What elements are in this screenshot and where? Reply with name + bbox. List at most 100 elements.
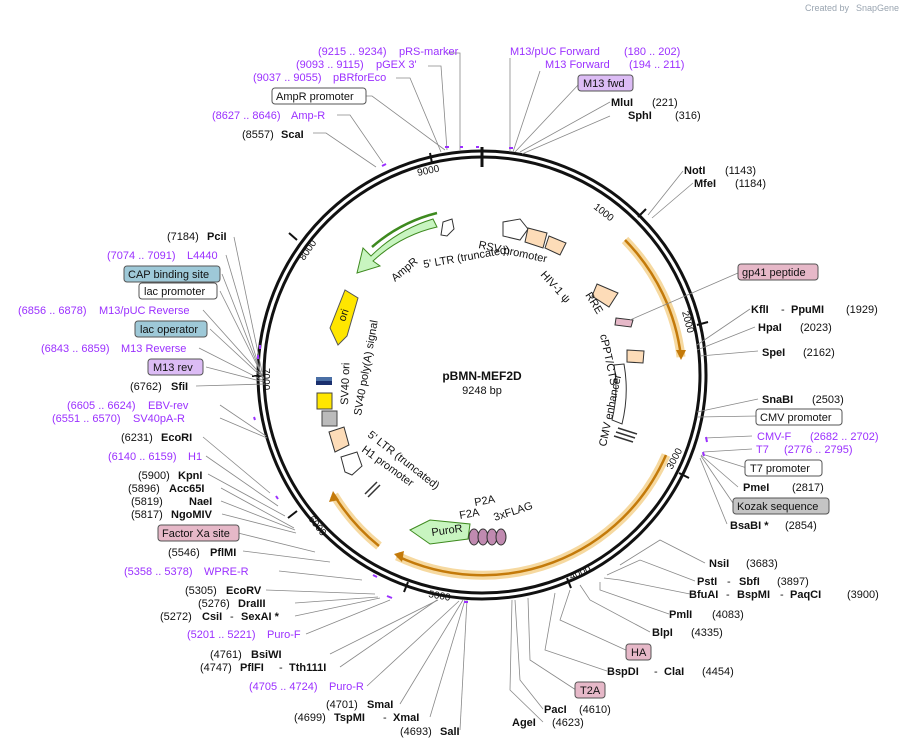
ha-tag-label: HA [631,647,647,659]
site-kpni-pos: (5900) [138,470,170,482]
site-ngomiv-pos: (5817) [131,509,163,521]
tick-label-1000: 1000 [591,202,616,225]
t7-promoter-label: T7 promoter [750,463,810,475]
site-sbfi-name: SbfI [739,576,760,588]
gp41-peptide-label: gp41 peptide [742,267,806,279]
ampr-promoter-box [271,87,367,105]
site-pcii-pos: (7184) [167,231,199,243]
sv40pa-gray-box [321,410,338,427]
site-ecori-name: EcoRI [161,432,192,444]
cmv-promoter-box [755,408,843,426]
primer-wpre-pos: (5358 .. 5378) [124,566,193,578]
site-ecori-pos: (6231) [121,432,153,444]
tick-label-5000: 5000 [427,589,451,604]
primer-prs-marker-name: pRS-marker [399,46,459,58]
primer-site-marks [253,146,708,603]
feature-puror: PuroR [431,523,464,539]
site-naei-name: NaeI [189,496,212,508]
site-sexai-name: SexAI * [241,611,280,623]
tick-label-9000: 9000 [416,163,440,178]
site-bspmi-name: BspMI [737,589,770,601]
t2a-box [574,681,606,699]
orange-feature-arcs [329,236,686,580]
primer-sv40par-name: SV40pA-R [133,413,185,425]
primer-ampr-pos: (8627 .. 8646) [212,110,281,122]
primer-l4440-pos: (7074 .. 7091) [107,250,176,262]
primer-t7-name: T7 [756,444,769,456]
site-bfuai-sep1: - [726,589,730,601]
ha-tag-box [625,643,652,661]
gp41-shape [614,317,634,328]
site-sali-name: SalI [440,726,460,738]
site-pflfi-name: PflFI [240,662,264,674]
primer-sv40par-pos: (6551 .. 6570) [52,413,121,425]
site-blpi-name: BlpI [652,627,673,639]
site-tspmi-sep: - [383,712,387,724]
primer-m13puc-forward-name: M13/pUC Forward [510,46,600,58]
t7-promoter-box [744,459,823,477]
site-sfii-pos: (6762) [130,381,162,393]
gp41-peptide-box [737,263,819,281]
site-paqci-name: PaqCI [790,589,821,601]
ampr-gene-arrow [356,218,438,274]
lac-operator-label: lac operator [140,324,198,336]
site-noti-pos: (1143) [725,165,756,177]
plasmid-size: 9248 bp [462,385,502,397]
lac-operator-box [134,320,208,338]
site-pcii-name: PciI [207,231,227,243]
feature-ori: ori [336,308,351,323]
site-bsiwi-name: BsiWI [251,649,282,661]
primer-prs-marker-pos: (9215 .. 9234) [318,46,387,58]
ltr5-truncated-lower-shape [328,426,350,453]
cmv-promoter-lines [613,427,638,443]
site-pmei-pos: (2817) [792,482,824,494]
site-sphi-pos: (316) [675,110,701,122]
site-pmei-name: PmeI [743,482,769,494]
site-tspmi-pos: (4699) [294,712,326,724]
primer-puror-pos: (4705 .. 4724) [249,681,318,693]
credit-prefix: Created by [805,3,850,13]
primer-h1-name: H1 [188,451,202,463]
cap-binding-box [123,265,221,283]
site-csii-name: CsiI [202,611,222,623]
site-nsii-name: NsiI [709,558,729,570]
primer-cmvf-name: CMV-F [757,431,792,443]
factor-xa-label: Factor Xa site [162,528,230,540]
tick-label-2000: 2000 [679,310,695,335]
site-bsabi-name: BsaBI * [730,520,769,532]
primer-pgex-pos: (9093 .. 9115) [296,59,364,71]
m13-rev-label: M13 rev [153,362,193,374]
primer-t7-pos: (2776 .. 2795) [784,444,853,456]
primer-pbrforeco-pos: (9037 .. 9055) [253,72,322,84]
site-bsabi-pos: (2854) [785,520,817,532]
site-psti-pos: (3897) [777,576,809,588]
sv40pa-yellow-box [316,392,333,410]
factor-xa-box [157,524,240,542]
site-bfuai-name: BfuAI [689,589,718,601]
primer-m13rev-name: M13 Reverse [121,343,186,355]
site-scai-name: ScaI [281,129,304,141]
primer-pgex-name: pGEX 3' [376,59,417,71]
site-tth111i-name: Tth111I [289,662,326,674]
puror-arrow [409,519,471,545]
cap-binding-label: CAP binding site [128,269,209,281]
site-noti-name: NotI [684,165,705,177]
credit-brand: SnapGene [856,3,899,13]
primer-m13rev-pos: (6843 .. 6859) [41,343,110,355]
lac-operator-mark [316,381,332,385]
primer-m13puc-rev-name: M13/pUC Reverse [99,305,189,317]
cmv-promoter-label: CMV promoter [760,412,832,424]
site-xmai-name: XmaI [393,712,419,724]
site-clai-name: ClaI [664,666,684,678]
site-smai-name: SmaI [367,699,393,711]
site-kfli-sep: - [781,304,785,316]
site-mfei-pos: (1184) [735,178,766,190]
site-bfuai-pos: (3900) [847,589,879,601]
primer-pbrforeco-name: pBRforEco [333,72,386,84]
primer-wpre-name: WPRE-R [204,566,249,578]
site-bspdi-sep: - [654,666,658,678]
site-blpi-pos: (4335) [691,627,723,639]
ampr-promoter-label: AmpR promoter [276,91,354,103]
primer-purof-name: Puro-F [267,629,301,641]
